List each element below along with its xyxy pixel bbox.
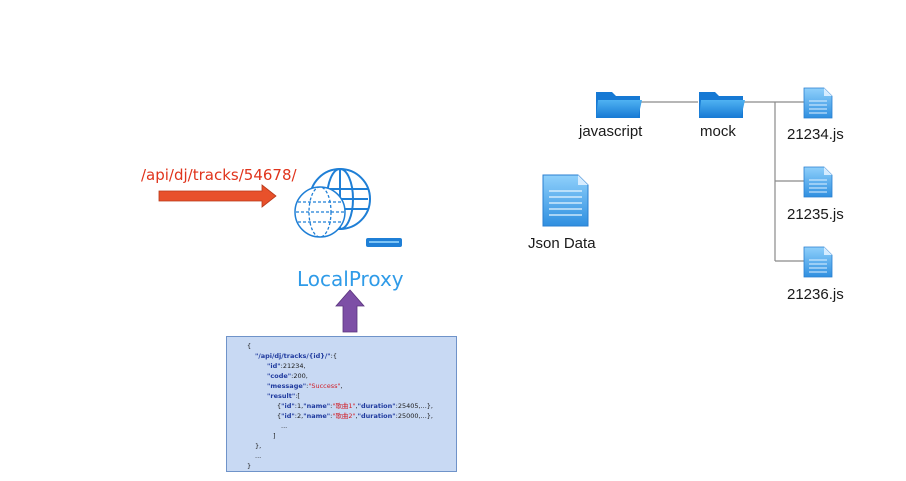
server-icon xyxy=(366,238,402,247)
json-line: "/api/dj/tracks/{id}/":{ xyxy=(255,352,337,360)
json-line: { xyxy=(247,342,252,350)
folder-label-javascript: javascript xyxy=(579,123,643,140)
json-line: ... xyxy=(281,422,288,430)
json-line: "result":[ xyxy=(267,392,300,400)
file-label-21235: 21235.js xyxy=(787,206,844,223)
json-line: } xyxy=(247,462,252,470)
json-line: "code":200, xyxy=(267,372,308,380)
folder-icon-javascript xyxy=(596,92,642,118)
request-arrow xyxy=(158,184,277,208)
json-line: {"id":2,"name":"歌曲2","duration":25000,..… xyxy=(277,412,433,420)
mock-to-proxy-arrow xyxy=(335,289,365,333)
json-line: ] xyxy=(273,432,276,440)
request-path-label: /api/dj/tracks/54678/ xyxy=(141,166,297,184)
globe-icon-small xyxy=(294,186,346,238)
file-label-21234: 21234.js xyxy=(787,126,844,143)
json-data-label: Json Data xyxy=(528,235,596,252)
json-line: ... xyxy=(255,452,262,460)
file-label-21236: 21236.js xyxy=(787,286,844,303)
file-icon-21234 xyxy=(803,87,833,119)
folder-icon-mock xyxy=(699,92,745,118)
folder-label-mock: mock xyxy=(700,123,736,140)
json-sample-box: { "/api/dj/tracks/{id}/":{ "id":21234, "… xyxy=(226,336,457,472)
file-icon-21236 xyxy=(803,246,833,278)
file-icon-21235 xyxy=(803,166,833,198)
json-data-document-icon xyxy=(542,174,589,227)
json-line: "message":"Success", xyxy=(267,382,343,390)
json-line: }, xyxy=(255,442,262,450)
json-line: "id":21234, xyxy=(267,362,306,370)
json-line: {"id":1,"name":"歌曲1","duration":25405,..… xyxy=(277,402,433,410)
local-proxy-label: LocalProxy xyxy=(297,267,404,291)
